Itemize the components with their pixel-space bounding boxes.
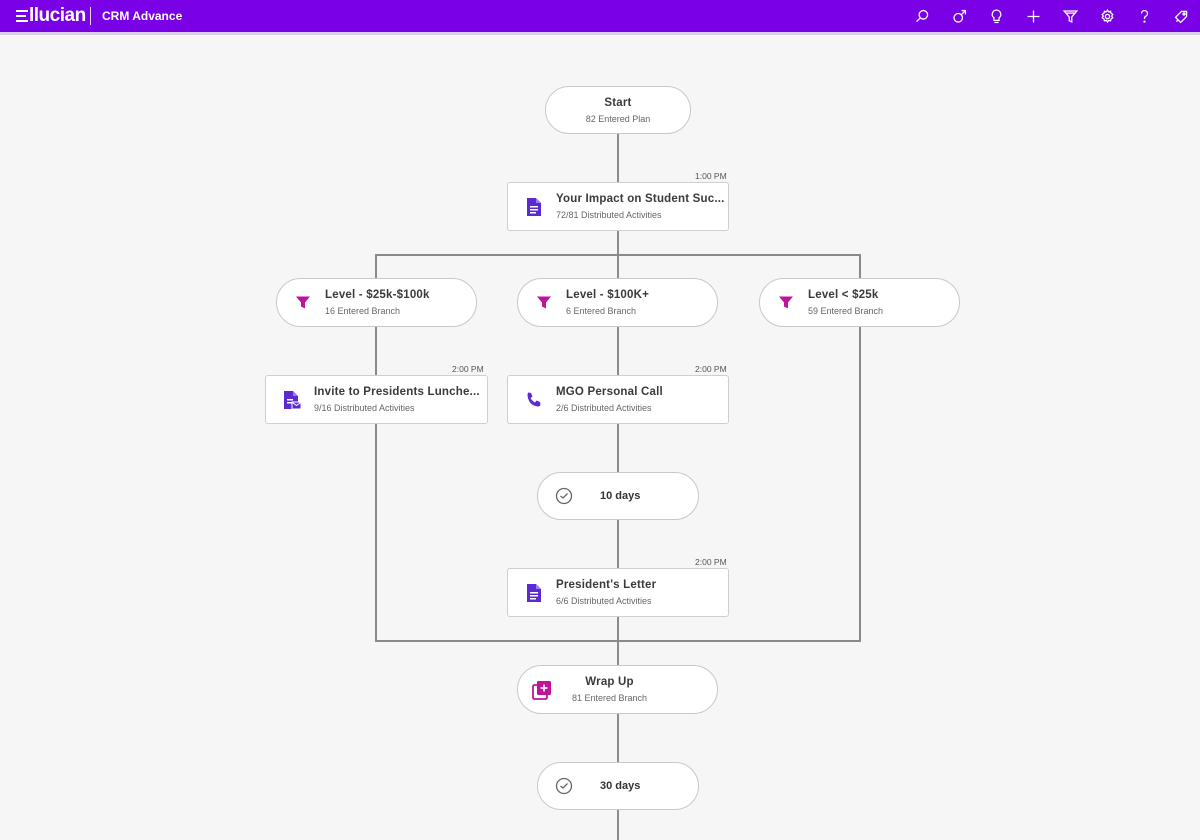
app-title: CRM Advance: [102, 9, 183, 23]
merge-icon: [532, 680, 552, 700]
search-icon[interactable]: [904, 0, 941, 32]
filter-branch-icon: [293, 293, 313, 313]
call-subtitle: 2/6 Distributed Activities: [556, 403, 652, 413]
letter-subtitle: 6/6 Distributed Activities: [556, 596, 652, 606]
invite-subtitle: 9/16 Distributed Activities: [314, 403, 415, 413]
connector-line: [859, 254, 861, 641]
delay-10-days[interactable]: 10 days: [537, 472, 699, 520]
call-time: 2:00 PM: [695, 364, 727, 374]
impact-subtitle: 72/81 Distributed Activities: [556, 210, 662, 220]
activity-letter-card[interactable]: President's Letter 6/6 Distributed Activ…: [507, 568, 729, 617]
branch-level-under-25k[interactable]: Level < $25k 59 Entered Branch: [759, 278, 960, 327]
top-bar: llucian CRM Advance: [0, 0, 1200, 32]
plus-icon[interactable]: [1015, 0, 1052, 32]
branch-right-title: Level < $25k: [808, 289, 879, 301]
brand-name: llucian: [29, 5, 86, 26]
branch-mid-subtitle: 6 Entered Branch: [566, 306, 637, 316]
filter-branch-icon: [534, 293, 554, 313]
connector-line: [375, 640, 861, 642]
logo-mark-icon: [16, 9, 28, 23]
branch-left-title: Level - $25k-$100k: [325, 289, 430, 301]
call-title: MGO Personal Call: [556, 386, 663, 398]
impact-time: 1:00 PM: [695, 171, 727, 181]
connector-line: [375, 254, 377, 641]
invite-document-icon: [282, 390, 302, 410]
clock-icon: [554, 486, 574, 506]
letter-title: President's Letter: [556, 579, 657, 591]
topbar-underline: [0, 32, 1200, 35]
toolbar-icons: [904, 0, 1200, 32]
start-title: Start: [604, 96, 632, 109]
branch-left-subtitle: 16 Entered Branch: [325, 306, 401, 316]
start-subtitle: 82 Entered Plan: [585, 113, 651, 124]
brand-logo[interactable]: llucian: [16, 5, 86, 27]
flow-canvas: Start 82 Entered Plan 1:00 PM Your Impac…: [0, 35, 1200, 840]
wrap-up-title: Wrap Up: [585, 676, 634, 688]
filter-icon[interactable]: [1052, 0, 1089, 32]
gear-icon[interactable]: [1089, 0, 1126, 32]
activity-call-card[interactable]: MGO Personal Call 2/6 Distributed Activi…: [507, 375, 729, 424]
start-node[interactable]: Start 82 Entered Plan: [545, 86, 691, 134]
invite-time: 2:00 PM: [452, 364, 484, 374]
activity-invite-card[interactable]: Invite to Presidents Lunche... 9/16 Dist…: [265, 375, 488, 424]
document-icon: [524, 197, 544, 217]
phone-icon: [524, 390, 544, 410]
delay-30-days-label: 30 days: [600, 780, 641, 792]
delay-30-days[interactable]: 30 days: [537, 762, 699, 810]
branch-right-subtitle: 59 Entered Branch: [808, 306, 884, 316]
help-icon[interactable]: [1126, 0, 1163, 32]
connector-line: [617, 231, 619, 255]
branch-level-25k-100k[interactable]: Level - $25k-$100k 16 Entered Branch: [276, 278, 477, 327]
wrap-up-node[interactable]: Wrap Up 81 Entered Branch: [517, 665, 718, 714]
activity-impact-card[interactable]: Your Impact on Student Suc... 72/81 Dist…: [507, 182, 729, 231]
branch-mid-title: Level - $100K+: [566, 289, 650, 301]
document-icon: [524, 583, 544, 603]
connector-line: [617, 713, 619, 763]
bell-tag-icon[interactable]: [1163, 0, 1200, 32]
impact-title: Your Impact on Student Suc...: [556, 193, 725, 205]
letter-time: 2:00 PM: [695, 557, 727, 567]
clock-icon: [554, 776, 574, 796]
filter-branch-icon: [776, 293, 796, 313]
delay-10-days-label: 10 days: [600, 490, 641, 502]
branch-level-100k-plus[interactable]: Level - $100K+ 6 Entered Branch: [517, 278, 718, 327]
wrap-up-subtitle: 81 Entered Branch: [572, 693, 648, 703]
header-divider: [90, 7, 91, 25]
connector-line: [617, 134, 619, 182]
connector-line: [617, 810, 619, 840]
lightbulb-icon[interactable]: [978, 0, 1015, 32]
invite-title: Invite to Presidents Lunche...: [314, 386, 480, 398]
gender-icon[interactable]: [941, 0, 978, 32]
connector-line: [617, 254, 619, 679]
